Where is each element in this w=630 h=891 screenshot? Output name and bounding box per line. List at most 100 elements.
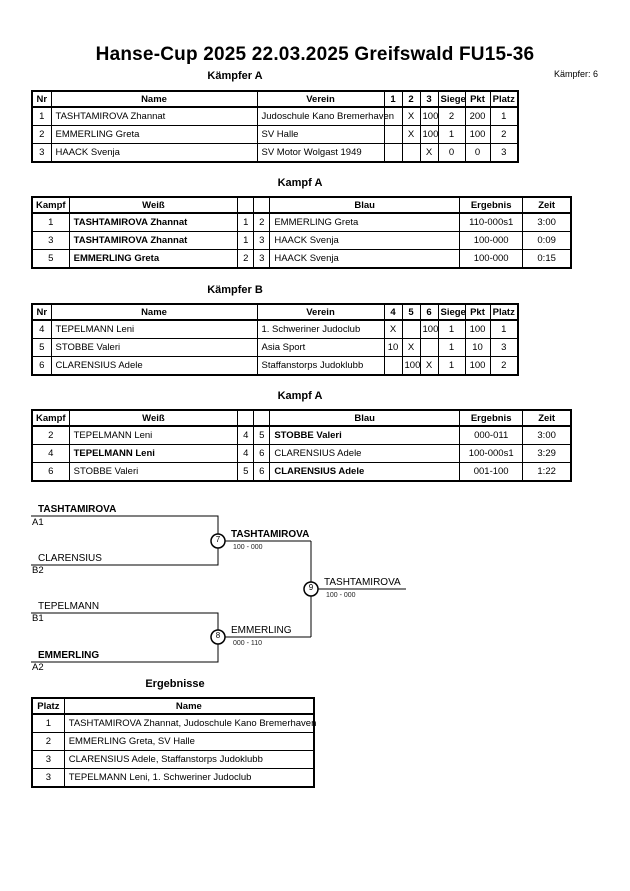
table-row: 1 TASHTAMIROVA Zhannat 1 2 EMMERLING Gre…	[31, 212, 572, 232]
cell: 100	[401, 356, 421, 376]
fight-8-number: 8	[215, 631, 221, 640]
results-heading: Ergebnisse	[145, 678, 205, 690]
col-zeit: Zeit	[522, 196, 572, 214]
col-weiss: Weiß	[68, 409, 239, 427]
bracket-a2-pos: A2	[32, 662, 44, 673]
col-kampf: Kampf	[31, 409, 70, 427]
cell: 3	[489, 338, 519, 357]
cell: 3	[31, 231, 70, 250]
cell: 1	[489, 319, 519, 339]
col-6: 6	[419, 303, 439, 321]
table-row: 2 EMMERLING Greta, SV Halle	[31, 732, 315, 751]
col-kampf: Kampf	[31, 196, 70, 214]
cell: 3	[31, 768, 65, 788]
table-row: 3 TASHTAMIROVA Zhannat 1 3 HAACK Svenja …	[31, 231, 572, 250]
col-verein: Verein	[256, 90, 385, 108]
table-row: 5 EMMERLING Greta 2 3 HAACK Svenja 100-0…	[31, 249, 572, 269]
results-table: Platz Name 1 TASHTAMIROVA Zhannat, Judos…	[31, 697, 316, 788]
fights-b-table: Kampf Weiß Blau Ergebnis Zeit 2 TEPELMAN…	[31, 409, 572, 482]
cell: TASHTAMIROVA Zhannat, Judoschule Kano Br…	[63, 713, 316, 733]
cell: 6	[253, 462, 271, 482]
col-siege: Siege	[437, 90, 466, 108]
cell: 6	[253, 444, 271, 463]
fights-a-table: Kampf Weiß Blau Ergebnis Zeit 1 TASHTAMI…	[31, 196, 572, 269]
fighter-count: Kämpfer: 6	[553, 69, 598, 79]
cell: 0:15	[522, 249, 572, 269]
cell: 4	[31, 444, 70, 463]
col-platz: Platz	[31, 697, 65, 715]
fight-7-winner: TASHTAMIROVA	[231, 529, 310, 540]
fight-8-score: 000 - 110	[233, 640, 263, 647]
table-row: 1 TASHTAMIROVA Zhannat Judoschule Kano B…	[31, 106, 519, 126]
fight-9-winner: TASHTAMIROVA	[324, 577, 401, 588]
fight-7-score: 100 - 000	[233, 544, 263, 551]
cell: 2	[489, 125, 519, 144]
table-row: 4 TEPELMANN Leni 4 6 CLARENSIUS Adele 10…	[31, 444, 572, 463]
cell: 0	[437, 143, 466, 163]
fight-7-number: 7	[215, 535, 221, 544]
table-row: 2 EMMERLING Greta SV Halle X 100 1 100 2	[31, 125, 519, 144]
table-row: 2 TEPELMANN Leni 4 5 STOBBE Valeri 000-0…	[31, 425, 572, 445]
cell: EMMERLING Greta	[50, 125, 258, 144]
pool-b-table: Nr Name Verein 4 5 6 Siege Pkt Platz 4 T…	[31, 303, 519, 376]
cell: 3	[253, 249, 271, 269]
bracket-b1-name: TEPELMANN	[38, 601, 100, 612]
cell: 1:22	[522, 462, 572, 482]
table-row: 3 HAACK Svenja SV Motor Wolgast 1949 X 0…	[31, 143, 519, 163]
cell: 2	[489, 356, 519, 376]
bracket-b1-pos: B1	[32, 613, 44, 624]
fight-7-marker	[210, 533, 226, 549]
fight-9-marker	[303, 581, 319, 597]
pool-a-table: Nr Name Verein 1 2 3 Siege Pkt Platz 1 T…	[31, 90, 519, 163]
cell: 3:29	[522, 444, 572, 463]
col-zeit: Zeit	[522, 409, 572, 427]
col-3: 3	[419, 90, 439, 108]
col-name: Name	[63, 697, 315, 715]
bracket-a1-pos: A1	[32, 517, 44, 528]
cell: 3	[489, 143, 519, 163]
col-b-nr	[253, 196, 271, 214]
cell: 3	[31, 750, 65, 769]
fight-8-marker	[210, 629, 226, 645]
pool-b-heading: Kämpfer B	[207, 284, 263, 296]
col-ergebnis: Ergebnis	[459, 409, 524, 427]
table-row: 3 CLARENSIUS Adele, Staffanstorps Judokl…	[31, 750, 315, 769]
cell: Judoschule Kano Bremerhaven	[256, 106, 394, 126]
fight-9-number: 9	[308, 583, 314, 592]
table-row: 5 STOBBE Valeri Asia Sport 10 X 1 10 3	[31, 338, 519, 357]
bracket-a2-name: EMMERLING	[38, 650, 100, 661]
bracket-b2-name: CLARENSIUS	[38, 553, 102, 564]
cell: SV Halle	[256, 125, 385, 144]
col-b-nr	[253, 409, 271, 427]
table-row: 3 TEPELMANN Leni, 1. Schweriner Judoclub	[31, 768, 315, 788]
cell: EMMERLING Greta, SV Halle	[63, 732, 315, 751]
col-nr: Nr	[31, 303, 52, 321]
col-blau: Blau	[269, 196, 461, 214]
col-platz: Platz	[489, 303, 519, 321]
fight-8-winner: EMMERLING	[231, 625, 292, 636]
cell: 5	[31, 249, 70, 269]
pool-a-heading: Kämpfer A	[207, 70, 263, 82]
col-platz: Platz	[489, 90, 519, 108]
fights-b-heading: Kampf A	[277, 390, 323, 402]
cell: 1	[31, 713, 65, 733]
cell: Asia Sport	[256, 338, 385, 357]
cell: CLARENSIUS Adele	[269, 444, 461, 463]
cell: SV Motor Wolgast 1949	[256, 143, 385, 163]
cell: 2	[31, 732, 65, 751]
cell: STOBBE Valeri	[50, 338, 258, 357]
fight-9-score: 100 - 000	[326, 592, 356, 599]
fights-a-heading: Kampf A	[277, 177, 323, 189]
cell: 3	[253, 231, 271, 250]
cell: 100	[419, 125, 439, 144]
page-title: Hanse-Cup 2025 22.03.2025 Greifswald FU1…	[95, 44, 535, 65]
table-row: 6 CLARENSIUS Adele Staffanstorps Judoklu…	[31, 356, 519, 376]
cell: CLARENSIUS Adele, Staffanstorps Judoklub…	[63, 750, 315, 769]
cell: 0:09	[522, 231, 572, 250]
bracket-a1-name: TASHTAMIROVA	[38, 504, 117, 515]
table-row: 1 TASHTAMIROVA Zhannat, Judoschule Kano …	[31, 713, 316, 733]
cell: TEPELMANN Leni, 1. Schweriner Judoclub	[63, 768, 315, 788]
table-row: 6 STOBBE Valeri 5 6 CLARENSIUS Adele 001…	[31, 462, 572, 482]
cell: 6	[31, 462, 70, 482]
